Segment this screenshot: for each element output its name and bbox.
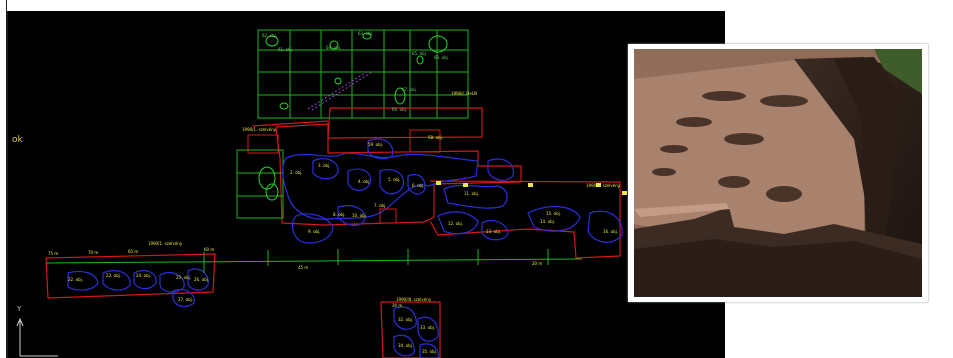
feature-label: 11. obj. bbox=[464, 191, 479, 196]
scale-label: 20 m bbox=[532, 261, 542, 266]
section-label-1: 1990/1. szelvény bbox=[242, 127, 277, 132]
axis-symbol bbox=[16, 317, 58, 357]
feature-label: 6. obj. bbox=[412, 183, 424, 188]
feature-label: 5. obj. bbox=[388, 177, 400, 182]
feature-label: 7. obj. bbox=[374, 203, 386, 208]
feature-label: 15. obj. bbox=[546, 211, 561, 216]
scale-label: 45 m bbox=[298, 265, 308, 270]
feature-labels: 62. obj. 61. obj. 63. obj. 64. obj. 65. … bbox=[68, 31, 618, 354]
feature-label: 16. obj. bbox=[603, 229, 618, 234]
section-label-2: 1990/1. szelvény bbox=[586, 183, 621, 188]
feature-label: 62. obj. bbox=[262, 33, 277, 38]
west-trench bbox=[236, 149, 284, 219]
scale-baseline bbox=[45, 249, 583, 273]
feature-label: 12. obj. bbox=[448, 221, 463, 226]
feature-label: 61. obj. bbox=[278, 47, 293, 52]
trench-outlines bbox=[45, 107, 621, 358]
feature-label: 35. obj. bbox=[422, 349, 437, 354]
feature-label: 67. obj. bbox=[402, 87, 417, 92]
feature-label: 25. obj. bbox=[176, 275, 191, 280]
feature-label: 34. obj. bbox=[398, 343, 413, 348]
scale-label: 75 m bbox=[48, 251, 58, 256]
site-plan-drawing: Y 1990/I. DeLN 1990/1. szelvény 1990/1. … bbox=[16, 29, 627, 358]
axis-y-label: Y bbox=[16, 305, 22, 313]
feature-label: 10. obj. bbox=[352, 213, 367, 218]
feature-label: 58. obj. bbox=[428, 135, 443, 140]
excavation-photo bbox=[634, 49, 922, 297]
feature-label: 14. obj. bbox=[540, 219, 555, 224]
scale-label: 60 m bbox=[204, 247, 214, 252]
scale-label: 30 m bbox=[392, 303, 402, 308]
feature-label: 60. obj. bbox=[392, 107, 407, 112]
red-features bbox=[247, 129, 441, 224]
feature-label: 3. obj. bbox=[318, 163, 330, 168]
feature-label: 65. obj. bbox=[412, 51, 427, 56]
feature-label: 26. obj. bbox=[194, 277, 209, 282]
scale-label: 65 m bbox=[128, 249, 138, 254]
excavation-photo-frame bbox=[628, 44, 928, 302]
feature-label: 4. obj. bbox=[358, 179, 370, 184]
feature-label: 66. obj. bbox=[434, 55, 449, 60]
section-labels: 1990/I. DeLN 1990/1. szelvény 1990/1. sz… bbox=[148, 91, 621, 302]
feature-label: 8. obj. bbox=[333, 212, 345, 217]
feature-label: 9. obj. bbox=[308, 229, 320, 234]
north-grid bbox=[257, 29, 469, 119]
feature-label: 24. obj. bbox=[136, 273, 151, 278]
feature-label: 27. obj. bbox=[178, 297, 193, 302]
side-label: ok bbox=[12, 135, 23, 145]
feature-label: 13. obj. bbox=[486, 229, 501, 234]
section-label-4: 1990/III. szelvény bbox=[396, 297, 432, 302]
feature-label: 22. obj. bbox=[68, 277, 83, 282]
scale-label: 70 m bbox=[88, 250, 98, 255]
feature-label: 59. obj. bbox=[368, 142, 383, 147]
north-pits bbox=[265, 32, 448, 110]
feature-label: 23. obj. bbox=[106, 273, 121, 278]
feature-label: 63. obj. bbox=[358, 31, 373, 36]
cad-site-plan: Y 1990/I. DeLN 1990/1. szelvény 1990/1. … bbox=[6, 11, 725, 358]
scale-labels: 75 m 70 m 65 m 60 m 45 m 30 m 20 m bbox=[48, 247, 542, 308]
feature-label: 32. obj. bbox=[398, 317, 413, 322]
feature-label: 64. obj. bbox=[326, 45, 341, 50]
survey-markers bbox=[436, 181, 627, 195]
feature-label: 2. obj. bbox=[290, 170, 302, 175]
section-label-delN: 1990/I. DeLN bbox=[451, 91, 477, 96]
section-label-3: 1990/1. szelvény bbox=[148, 241, 183, 246]
feature-label: 33. obj. bbox=[420, 325, 435, 330]
feature-outlines bbox=[67, 138, 623, 358]
